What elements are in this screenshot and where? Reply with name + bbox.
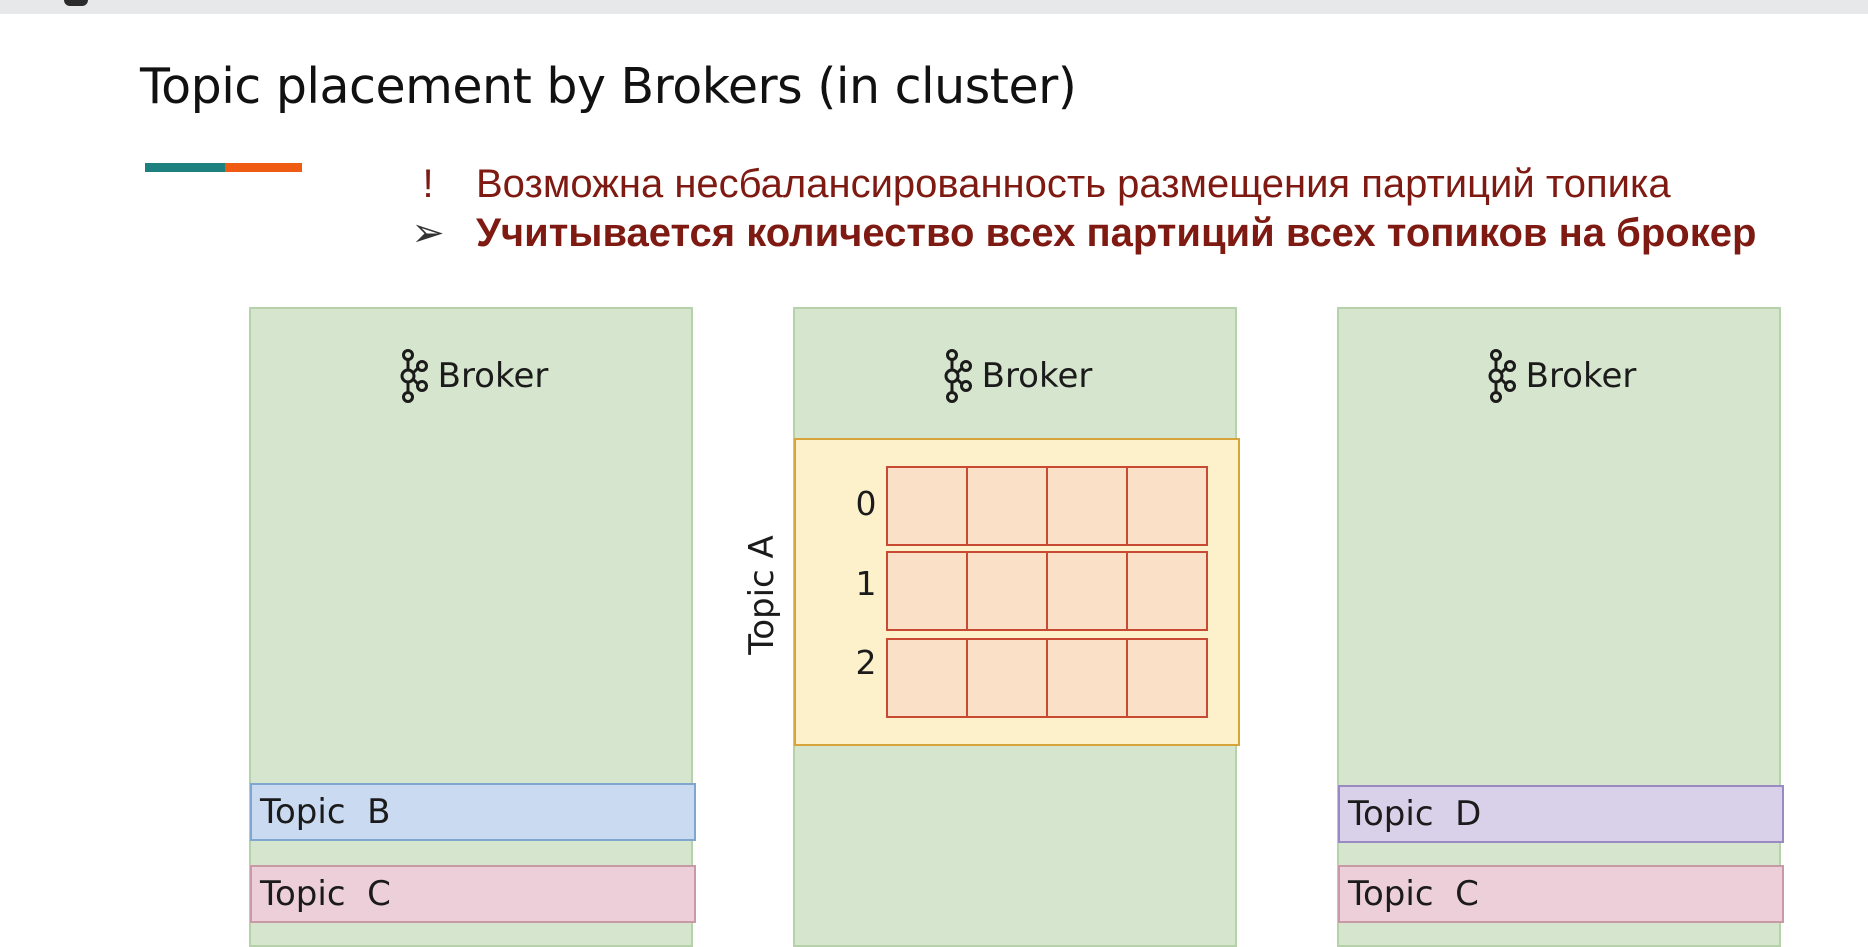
topic-c-bar-broker-1: Topic C <box>250 865 696 923</box>
partition-segment <box>966 551 1048 631</box>
partition-index-0: 0 <box>855 484 877 523</box>
broker-3-header: Broker <box>1339 349 1779 403</box>
title-accent-orange <box>225 163 302 172</box>
partition-row-2 <box>886 638 1208 718</box>
partition-segment <box>1046 638 1128 718</box>
partition-segment <box>966 638 1048 718</box>
kafka-icon <box>944 349 972 403</box>
broker-3: Broker <box>1337 307 1781 947</box>
partition-segment <box>886 466 968 546</box>
partition-segment <box>1046 551 1128 631</box>
title-accent-teal <box>145 163 225 172</box>
bullet-1: ! Возможна несбалансированность размещени… <box>380 162 1671 207</box>
broker-1-label: Broker <box>437 356 549 396</box>
topic-c-bar-broker-3: Topic C <box>1338 865 1784 923</box>
broker-1-header: Broker <box>251 349 691 403</box>
partition-index-1: 1 <box>855 564 877 603</box>
partition-segment <box>1126 466 1208 546</box>
bullet-2: ➢ Учитывается количество всех партиций вс… <box>380 210 1756 256</box>
bullet-2-marker: ➢ <box>411 211 445 255</box>
partition-segment <box>966 466 1048 546</box>
broker-3-label: Broker <box>1525 356 1637 396</box>
bullet-1-text: Возможна несбалансированность размещения… <box>476 162 1671 206</box>
partition-row-1 <box>886 551 1208 631</box>
topic-d-bar: Topic D <box>1338 785 1784 843</box>
kafka-icon <box>1488 349 1516 403</box>
bullet-1-marker: ! <box>422 162 434 206</box>
partition-segment <box>1046 466 1128 546</box>
broker-1: Broker <box>249 307 693 947</box>
broker-2-header: Broker <box>795 349 1235 403</box>
partition-row-0 <box>886 466 1208 546</box>
broker-2-label: Broker <box>981 356 1093 396</box>
partition-segment <box>1126 551 1208 631</box>
topic-b-bar: Topic B <box>250 783 696 841</box>
top-bar-mark <box>64 0 88 6</box>
kafka-icon <box>400 349 428 403</box>
partition-segment <box>886 638 968 718</box>
top-bar <box>0 0 1868 14</box>
topic-a-label: Topic A <box>742 535 782 655</box>
bullet-2-text: Учитывается количество всех партиций все… <box>476 211 1757 255</box>
partition-index-2: 2 <box>855 643 877 682</box>
partition-segment <box>1126 638 1208 718</box>
slide-title: Topic placement by Brokers (in cluster) <box>140 58 1077 115</box>
partition-segment <box>886 551 968 631</box>
